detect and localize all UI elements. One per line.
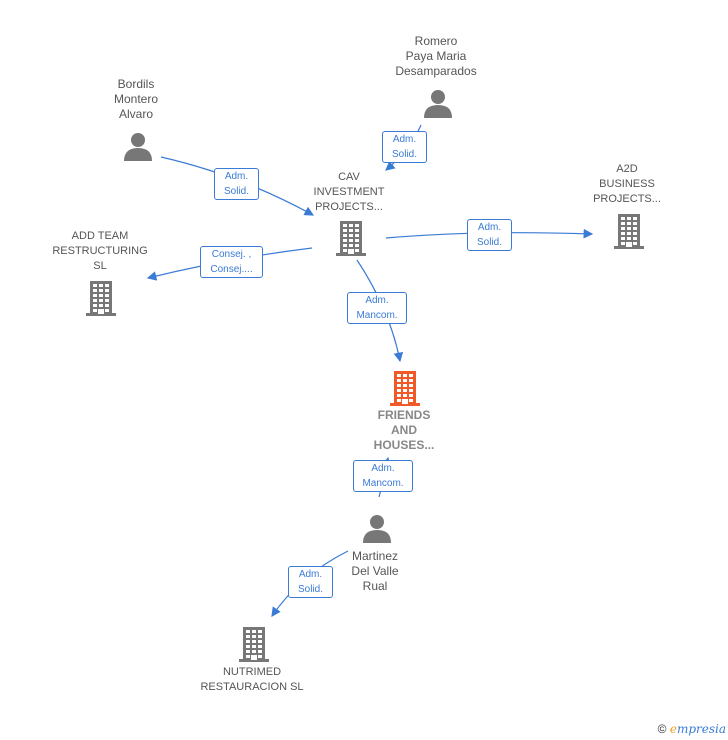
edge-label-martinez-nutrimed[interactable]: Adm. Solid. (288, 566, 333, 598)
person-icon[interactable] (123, 131, 153, 166)
edge-label-cav-friends[interactable]: Adm. Mancom. (347, 292, 407, 324)
footer-credit: © empresia (658, 722, 726, 736)
node-label-romero[interactable]: Romero Paya Maria Desamparados (395, 34, 477, 78)
edge-label-cav-addteam[interactable]: Consej. , Consej.... (200, 246, 263, 278)
node-label-bordils[interactable]: Bordils Montero Alvaro (113, 77, 159, 121)
brand-logo: empresia (669, 722, 726, 736)
edge-label-martinez-friends[interactable]: Adm. Mancom. (353, 460, 413, 492)
edge-label-bordils-cav[interactable]: Adm. Solid. (214, 168, 259, 200)
copyright-symbol: © (657, 722, 667, 736)
building-icon[interactable] (613, 213, 645, 254)
node-label-a2d[interactable]: A2D BUSINESS PROJECTS... (593, 163, 661, 205)
building-icon[interactable] (238, 626, 270, 667)
building-icon[interactable] (85, 280, 117, 321)
node-label-martinez[interactable]: Martinez Del Valle Rual (351, 549, 399, 593)
building-icon[interactable] (335, 220, 367, 261)
edge-label-cav-a2d[interactable]: Adm. Solid. (467, 219, 512, 251)
node-label-addteam[interactable]: ADD TEAM RESTRUCTURING SL (52, 230, 148, 272)
building-icon[interactable] (389, 370, 421, 411)
person-icon[interactable] (423, 88, 453, 123)
node-label-friends[interactable]: FRIENDS AND HOUSES... (373, 408, 435, 452)
node-label-nutrimed[interactable]: NUTRIMED RESTAURACION SL (200, 666, 304, 693)
edge-label-romero-cav[interactable]: Adm. Solid. (382, 131, 427, 163)
person-icon[interactable] (362, 513, 392, 548)
node-label-cav[interactable]: CAV INVESTMENT PROJECTS... (313, 171, 385, 213)
